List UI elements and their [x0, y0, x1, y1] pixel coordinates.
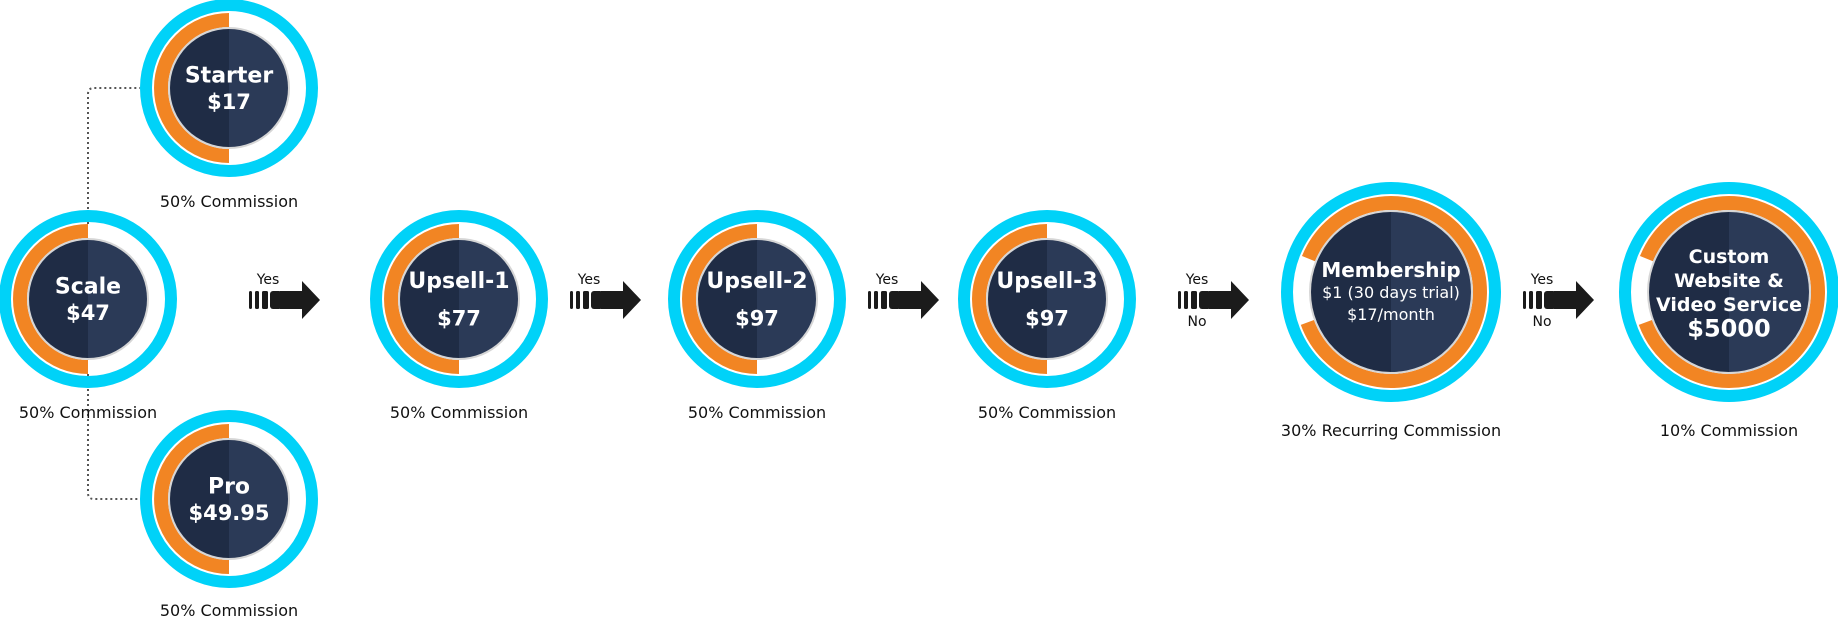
arrow-yes-label: Yes: [875, 272, 899, 288]
outer-ring: [0, 210, 177, 388]
outer-ring: [958, 210, 1136, 388]
arrow-stripe: [868, 291, 871, 309]
node-detail: $77: [437, 307, 481, 331]
node-title: Membership: [1321, 258, 1460, 282]
outer-ring: [140, 0, 318, 177]
node-title: Upsell-1: [408, 269, 509, 294]
arrow-stripe: [262, 291, 268, 309]
arrow-yes-label: Yes: [256, 272, 280, 288]
arrow-right-icon: [1554, 281, 1594, 319]
outer-ring: [1619, 182, 1838, 402]
node-title: Scale: [55, 274, 121, 299]
progress-arc: [384, 224, 460, 374]
progress-arc: [1638, 196, 1825, 388]
node-detail: $97: [735, 307, 779, 331]
arrow-stripe: [1529, 291, 1533, 309]
commission-label: 50% Commission: [19, 403, 157, 422]
arrow-stripe: [1544, 291, 1556, 309]
node-detail: $97: [1025, 307, 1069, 331]
arrow-yes-label: Yes: [1185, 272, 1209, 288]
node-title: Upsell-3: [996, 269, 1097, 294]
node-title: Pro: [208, 474, 250, 499]
arrow-stripe: [1199, 291, 1211, 309]
arrow-right-icon: [280, 281, 320, 319]
commission-label: 50% Commission: [978, 403, 1116, 422]
arrow-stripe: [255, 291, 259, 309]
outer-ring: [370, 210, 548, 388]
arrow-stripe: [874, 291, 878, 309]
arrow-yes-label: Yes: [577, 272, 601, 288]
arrow-right-icon: [1209, 281, 1249, 319]
outer-ring: [140, 410, 318, 588]
node-detail: $5000: [1687, 315, 1771, 343]
arrow-stripe: [1184, 291, 1188, 309]
outer-ring: [1281, 182, 1501, 402]
commission-label: 10% Commission: [1660, 421, 1798, 440]
arrow-upsell-1-to-upsell-2: Yes: [570, 272, 641, 319]
connector-scale-to-starter: [87, 87, 140, 299]
node-upsell-1: Upsell-1 $77: [370, 210, 548, 388]
node-title: Custom: [1689, 246, 1770, 268]
progress-arc: [13, 224, 89, 374]
node-pro: Pro$49.95: [140, 410, 318, 588]
node-detail: Website &: [1674, 270, 1784, 292]
commission-label: 50% Commission: [160, 192, 298, 211]
commission-label: 30% Recurring Commission: [1281, 421, 1501, 440]
arrow-scale-to-upsell-1: Yes: [249, 272, 320, 319]
node-detail: $17: [207, 90, 251, 114]
arrow-stripe: [881, 291, 887, 309]
node-detail: $1 (30 days trial): [1322, 283, 1460, 302]
commission-label: 50% Commission: [160, 601, 298, 619]
node-detail: $49.95: [188, 501, 269, 525]
node-detail: $47: [66, 301, 110, 325]
arrow-stripe: [249, 291, 252, 309]
progress-arc: [154, 424, 230, 574]
progress-arc: [154, 13, 230, 163]
outer-ring: [668, 210, 846, 388]
progress-arc: [972, 224, 1048, 374]
arrow-stripe: [583, 291, 589, 309]
arrow-stripe: [1523, 291, 1526, 309]
arrow-stripe: [570, 291, 573, 309]
node-detail: $17/month: [1347, 305, 1435, 324]
node-membership: Membership$1 (30 days trial) $17/month: [1281, 182, 1501, 402]
arrow-stripe: [270, 291, 282, 309]
progress-arc: [682, 224, 758, 374]
commission-label: 50% Commission: [390, 403, 528, 422]
node-scale: Scale$47: [0, 210, 177, 388]
node-title: Starter: [185, 63, 273, 88]
arrow-stripe: [1536, 291, 1542, 309]
node-detail: Video Service: [1656, 294, 1802, 316]
arrow-upsell-2-to-upsell-3: Yes: [868, 272, 939, 319]
node-upsell-2: Upsell-2 $97: [668, 210, 846, 388]
node-title: Upsell-2: [706, 269, 807, 294]
arrow-stripe: [1178, 291, 1181, 309]
commission-label: 50% Commission: [688, 403, 826, 422]
connectors-layer: [87, 87, 140, 500]
arrow-stripe: [591, 291, 603, 309]
arrow-yes-label: Yes: [1530, 272, 1554, 288]
progress-arc: [1300, 196, 1487, 388]
arrow-no-label: No: [1187, 314, 1206, 330]
arrow-right-icon: [899, 281, 939, 319]
arrow-stripe: [889, 291, 901, 309]
arrow-no-label: No: [1532, 314, 1551, 330]
arrow-right-icon: [601, 281, 641, 319]
node-upsell-3: Upsell-3 $97: [958, 210, 1136, 388]
node-starter: Starter$17: [140, 0, 318, 177]
arrow-stripe: [576, 291, 580, 309]
arrow-stripe: [1191, 291, 1197, 309]
